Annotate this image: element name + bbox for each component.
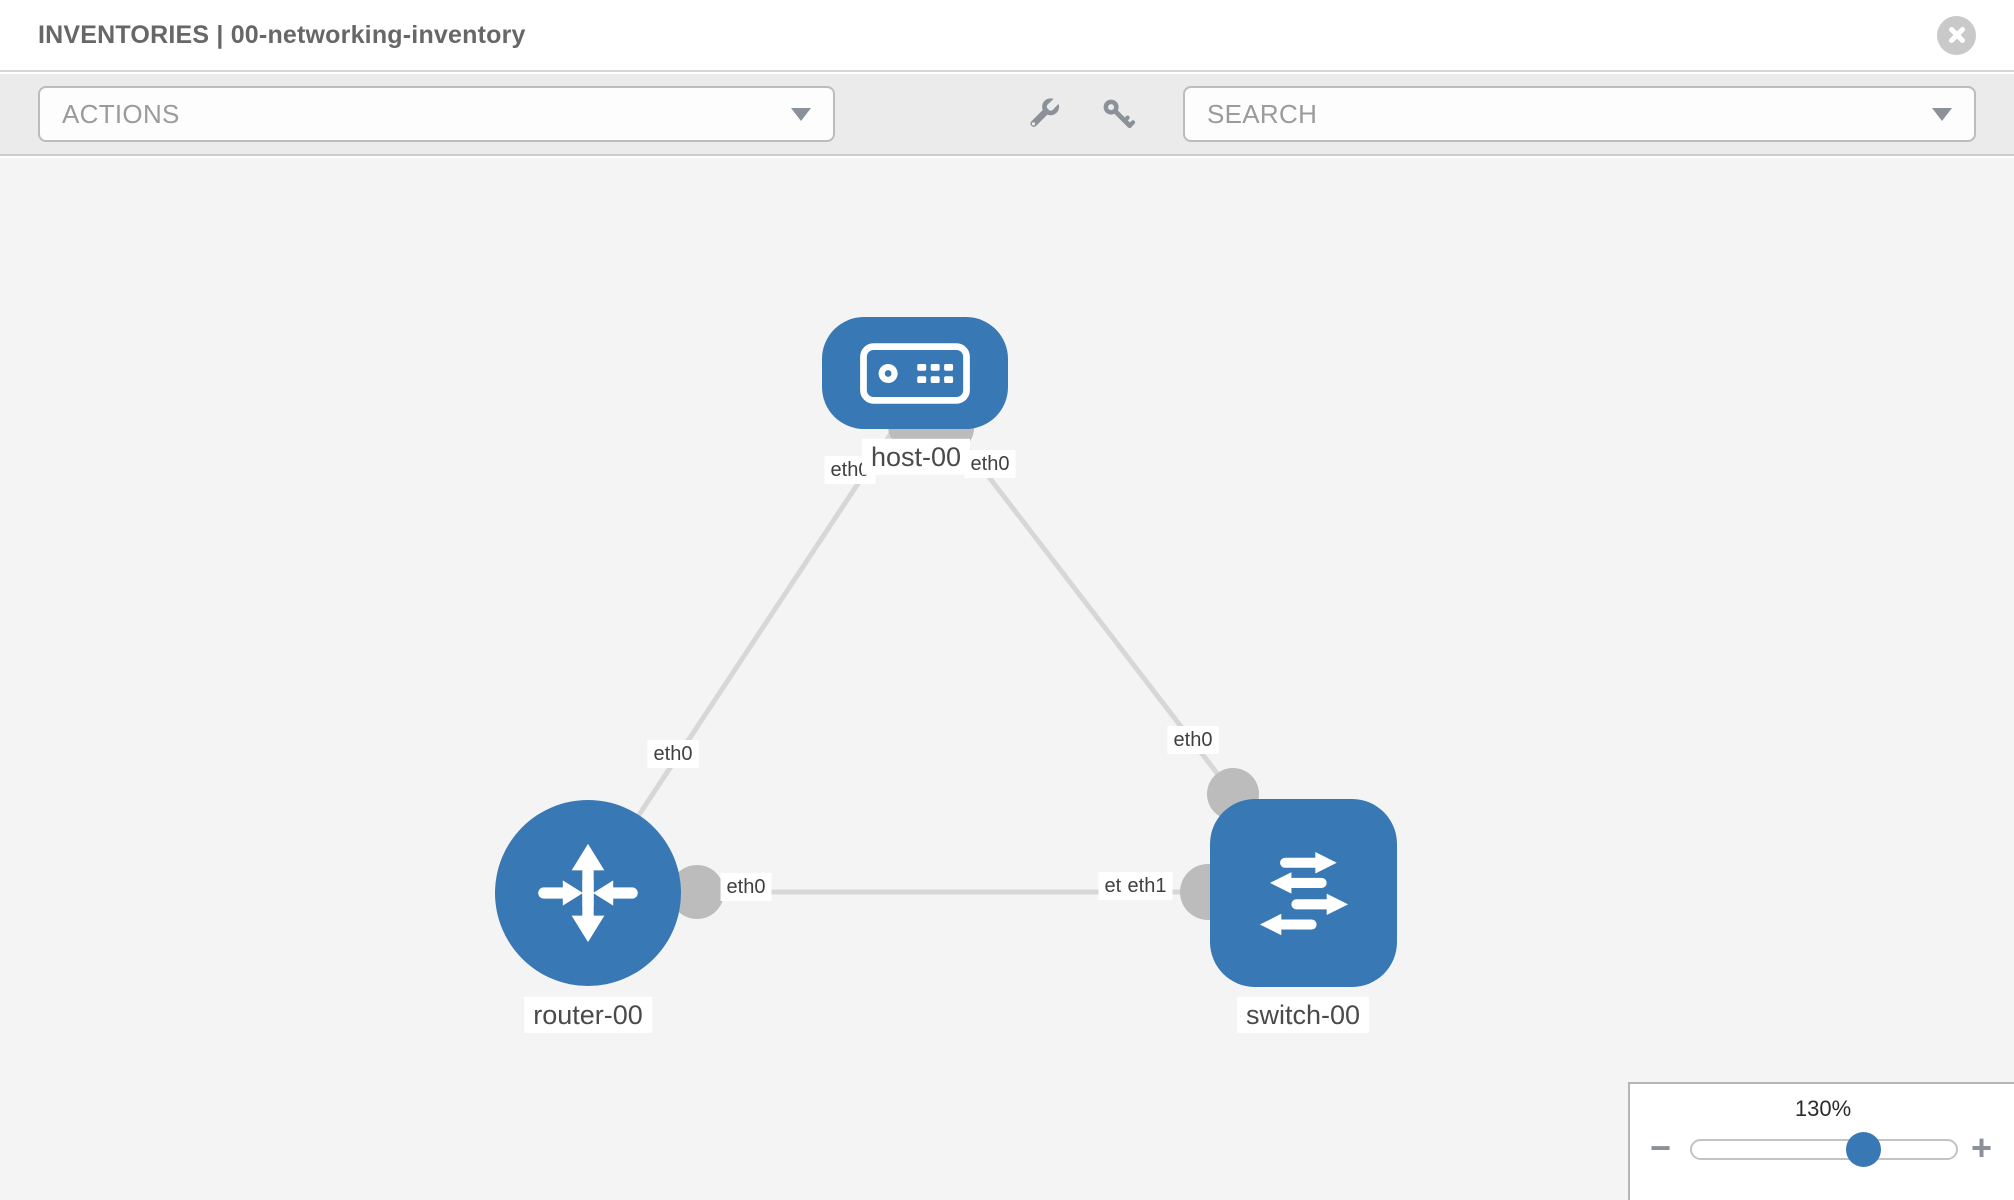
search-dropdown-label: SEARCH	[1207, 98, 1318, 129]
topology-canvas[interactable]: eth0 eth0 eth0 eth0 eth0 eth0 eth1 host-…	[0, 158, 2014, 1200]
chevron-down-icon	[1932, 107, 1952, 121]
zoom-in-button[interactable]: +	[1971, 1127, 1993, 1168]
search-dropdown[interactable]: SEARCH	[1183, 86, 1976, 142]
host-icon	[860, 342, 970, 404]
zoom-level-label: 130%	[1794, 1096, 1852, 1121]
toolbar-icon-group	[1025, 95, 1137, 133]
zoom-slider-thumb[interactable]	[1846, 1132, 1881, 1167]
link-host-router[interactable]	[585, 418, 903, 894]
close-button[interactable]	[1937, 15, 1976, 55]
port-router-eth0	[670, 865, 724, 919]
key-button[interactable]	[1099, 95, 1137, 133]
router-icon	[538, 843, 638, 943]
zoom-panel: 130% − +	[1628, 1082, 2014, 1200]
iface-label: eth1	[1121, 872, 1173, 900]
node-host-00[interactable]	[822, 317, 1008, 429]
node-label-host-00: host-00	[861, 438, 971, 476]
wrench-button[interactable]	[1025, 95, 1063, 133]
zoom-out-button[interactable]: −	[1650, 1127, 1672, 1168]
iface-label: eth0	[964, 450, 1016, 478]
node-label-switch-00: switch-00	[1236, 996, 1370, 1034]
page-title: INVENTORIES | 00-networking-inventory	[38, 20, 526, 49]
zoom-slider-track[interactable]	[1690, 1139, 1958, 1160]
actions-dropdown[interactable]: ACTIONS	[38, 86, 835, 142]
links-layer	[585, 402, 1259, 920]
node-router-00[interactable]	[495, 800, 681, 986]
node-label-router-00: router-00	[524, 996, 652, 1034]
iface-label: eth0	[647, 740, 699, 768]
chevron-down-icon	[791, 107, 811, 121]
toolbar: ACTIONS SEARCH	[0, 74, 2014, 156]
switch-icon	[1259, 852, 1348, 936]
header-bar: INVENTORIES | 00-networking-inventory	[0, 0, 2014, 72]
iface-label: eth0	[1167, 726, 1219, 754]
key-icon	[1103, 99, 1136, 129]
iface-label: eth0	[824, 456, 876, 484]
close-icon	[1948, 27, 1965, 43]
wrench-icon	[1030, 96, 1062, 127]
node-switch-00[interactable]	[1210, 799, 1397, 987]
iface-label: eth0	[720, 873, 772, 901]
actions-dropdown-label: ACTIONS	[62, 98, 180, 129]
